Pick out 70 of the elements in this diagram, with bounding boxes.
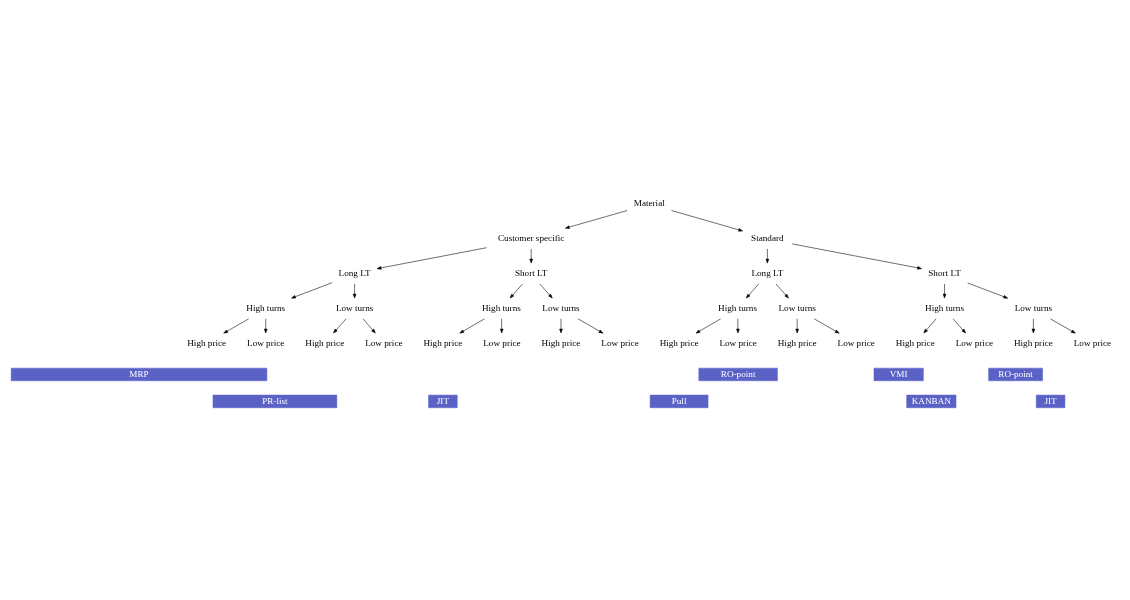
arrow — [765, 248, 770, 263]
arrow — [1050, 318, 1076, 333]
node-text: Low turns — [778, 302, 816, 313]
node-text: High price — [659, 337, 699, 348]
arrow — [942, 283, 947, 298]
arrow — [352, 283, 357, 298]
arrow — [695, 318, 721, 333]
arrow — [1031, 318, 1036, 333]
node-text: High price — [305, 337, 345, 348]
node-text: High price — [423, 337, 463, 348]
node-box: KANBAN — [906, 394, 957, 408]
node-text: Low turns — [542, 302, 580, 313]
node-text: High price — [895, 337, 935, 348]
node-box: Pull — [649, 394, 709, 408]
node-box: RO-point — [988, 367, 1043, 381]
arrow — [223, 318, 249, 333]
node-text: High price — [541, 337, 581, 348]
arrow — [791, 243, 922, 269]
node-text: Low price — [365, 337, 403, 348]
arrow — [746, 283, 760, 298]
node-box: JIT — [428, 394, 458, 408]
node-text: High turns — [246, 302, 286, 313]
node-box: JIT — [1035, 394, 1066, 408]
node-text: Low price — [837, 337, 875, 348]
node-text: Low price — [601, 337, 639, 348]
arrow — [264, 318, 268, 333]
arrow — [559, 318, 563, 333]
node-text: Customer specific — [497, 232, 565, 243]
node-text: Low price — [483, 337, 521, 348]
node-text: Standard — [751, 232, 784, 243]
node-text: Short LT — [928, 267, 961, 278]
node-text: High price — [1013, 337, 1053, 348]
node-text: Long LT — [751, 267, 784, 278]
node-box: VMI — [873, 367, 924, 381]
node-text: Low price — [247, 337, 285, 348]
node-text: Short LT — [514, 267, 548, 278]
node-text: Low price — [1073, 337, 1112, 348]
arrow — [577, 318, 604, 333]
node-text: High turns — [718, 302, 758, 313]
arrow — [529, 248, 533, 263]
node-box: MRP — [10, 367, 268, 381]
node-box: PR-list — [212, 394, 338, 408]
arrow — [795, 318, 799, 333]
node-text: Low price — [719, 337, 757, 348]
arrow — [500, 318, 504, 333]
arrow — [376, 246, 487, 270]
arrow — [291, 281, 333, 298]
node-text: Material — [633, 197, 665, 208]
node-text: High price — [187, 337, 227, 348]
node-text: Low turns — [1014, 302, 1053, 313]
node-text: Low turns — [335, 302, 374, 313]
arrow — [967, 282, 1008, 298]
node-box: RO-point — [698, 367, 778, 381]
arrow — [736, 318, 740, 333]
arrow — [671, 209, 743, 231]
arrow — [923, 318, 937, 333]
node-text: Low price — [955, 337, 994, 348]
node-text: Long LT — [338, 267, 371, 278]
arrow — [952, 318, 966, 333]
arrow — [459, 318, 485, 333]
arrow — [362, 318, 376, 333]
node-text: High price — [777, 337, 817, 348]
arrow — [813, 318, 840, 333]
arrow — [539, 283, 553, 298]
arrow — [775, 283, 789, 298]
arrow — [333, 318, 347, 333]
node-text: High turns — [481, 302, 521, 313]
node-text: High turns — [925, 302, 964, 313]
arrow — [509, 283, 523, 298]
arrow — [565, 209, 628, 229]
